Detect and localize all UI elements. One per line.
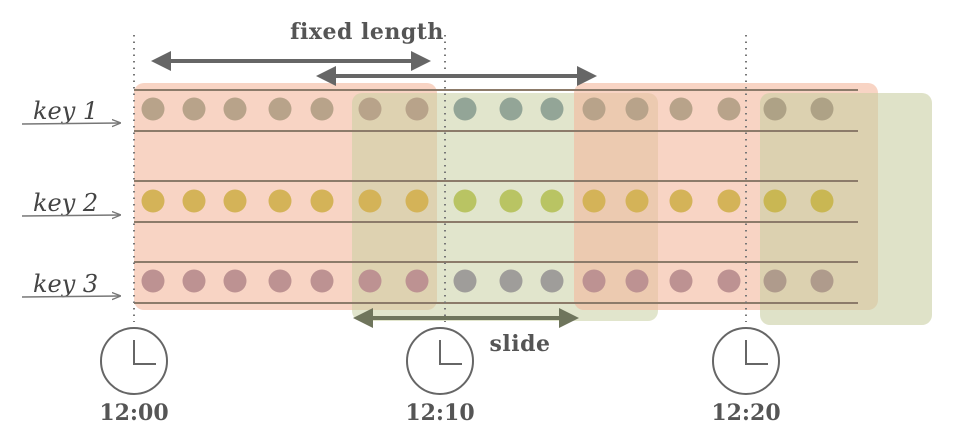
event-dot-key1 — [717, 97, 741, 121]
event-dot-key3 — [405, 269, 429, 293]
event-dot-key2 — [405, 189, 429, 213]
key-arrow-3 — [21, 296, 120, 297]
event-dot-key2 — [669, 189, 693, 213]
event-dot-key1 — [141, 97, 165, 121]
event-dot-key3 — [223, 269, 247, 293]
event-dot-key3 — [669, 269, 693, 293]
event-dot-key2 — [717, 189, 741, 213]
clock-icon — [712, 327, 780, 395]
event-dot-key1 — [582, 97, 606, 121]
event-dot-key1 — [453, 97, 477, 121]
event-dot-key1 — [763, 97, 787, 121]
event-dots — [141, 97, 834, 293]
fixed-length-label: fixed length — [290, 19, 444, 45]
slide-label: slide — [490, 331, 551, 357]
event-dot-key1 — [223, 97, 247, 121]
event-dot-key2 — [453, 189, 477, 213]
event-dot-key2 — [268, 189, 292, 213]
event-dot-key2 — [810, 189, 834, 213]
event-dot-key2 — [141, 189, 165, 213]
event-dot-key3 — [141, 269, 165, 293]
event-dot-key3 — [310, 269, 334, 293]
event-dot-key1 — [499, 97, 523, 121]
event-dot-key3 — [717, 269, 741, 293]
event-dot-key2 — [223, 189, 247, 213]
event-dot-key1 — [405, 97, 429, 121]
key-label-1: key 1 — [33, 97, 98, 125]
event-dot-key3 — [810, 269, 834, 293]
window-4 — [760, 93, 932, 325]
event-dot-key3 — [582, 269, 606, 293]
event-dot-key2 — [625, 189, 649, 213]
time-label: 12:10 — [405, 400, 474, 426]
clock-icon — [406, 327, 474, 395]
event-dot-key2 — [540, 189, 564, 213]
event-dot-key3 — [358, 269, 382, 293]
event-dot-key3 — [453, 269, 477, 293]
event-dot-key1 — [182, 97, 206, 121]
event-dot-key2 — [310, 189, 334, 213]
key-label-2: key 2 — [33, 189, 98, 217]
event-dot-key1 — [358, 97, 382, 121]
event-dot-key3 — [268, 269, 292, 293]
key-label-3: key 3 — [33, 270, 98, 298]
event-dot-key2 — [763, 189, 787, 213]
key-arrow-1 — [21, 123, 120, 124]
stream-lines — [134, 89, 858, 304]
event-dot-key1 — [810, 97, 834, 121]
event-dot-key1 — [310, 97, 334, 121]
event-dot-key2 — [182, 189, 206, 213]
event-dot-key3 — [499, 269, 523, 293]
event-dot-key1 — [625, 97, 649, 121]
event-dot-key3 — [182, 269, 206, 293]
key-labels: key 1 key 2 key 3 — [21, 97, 120, 298]
event-dot-key1 — [268, 97, 292, 121]
event-dot-key2 — [358, 189, 382, 213]
event-dot-key3 — [763, 269, 787, 293]
clock-icon — [100, 327, 168, 395]
event-dot-key2 — [582, 189, 606, 213]
clocks: 12:00 12:10 12:20 — [99, 327, 781, 426]
event-dot-key1 — [669, 97, 693, 121]
event-dot-key1 — [540, 97, 564, 121]
event-dot-key3 — [625, 269, 649, 293]
time-label: 12:20 — [711, 400, 780, 426]
event-dot-key2 — [499, 189, 523, 213]
time-label: 12:00 — [99, 400, 168, 426]
event-dot-key3 — [540, 269, 564, 293]
key-arrow-2 — [21, 215, 120, 216]
